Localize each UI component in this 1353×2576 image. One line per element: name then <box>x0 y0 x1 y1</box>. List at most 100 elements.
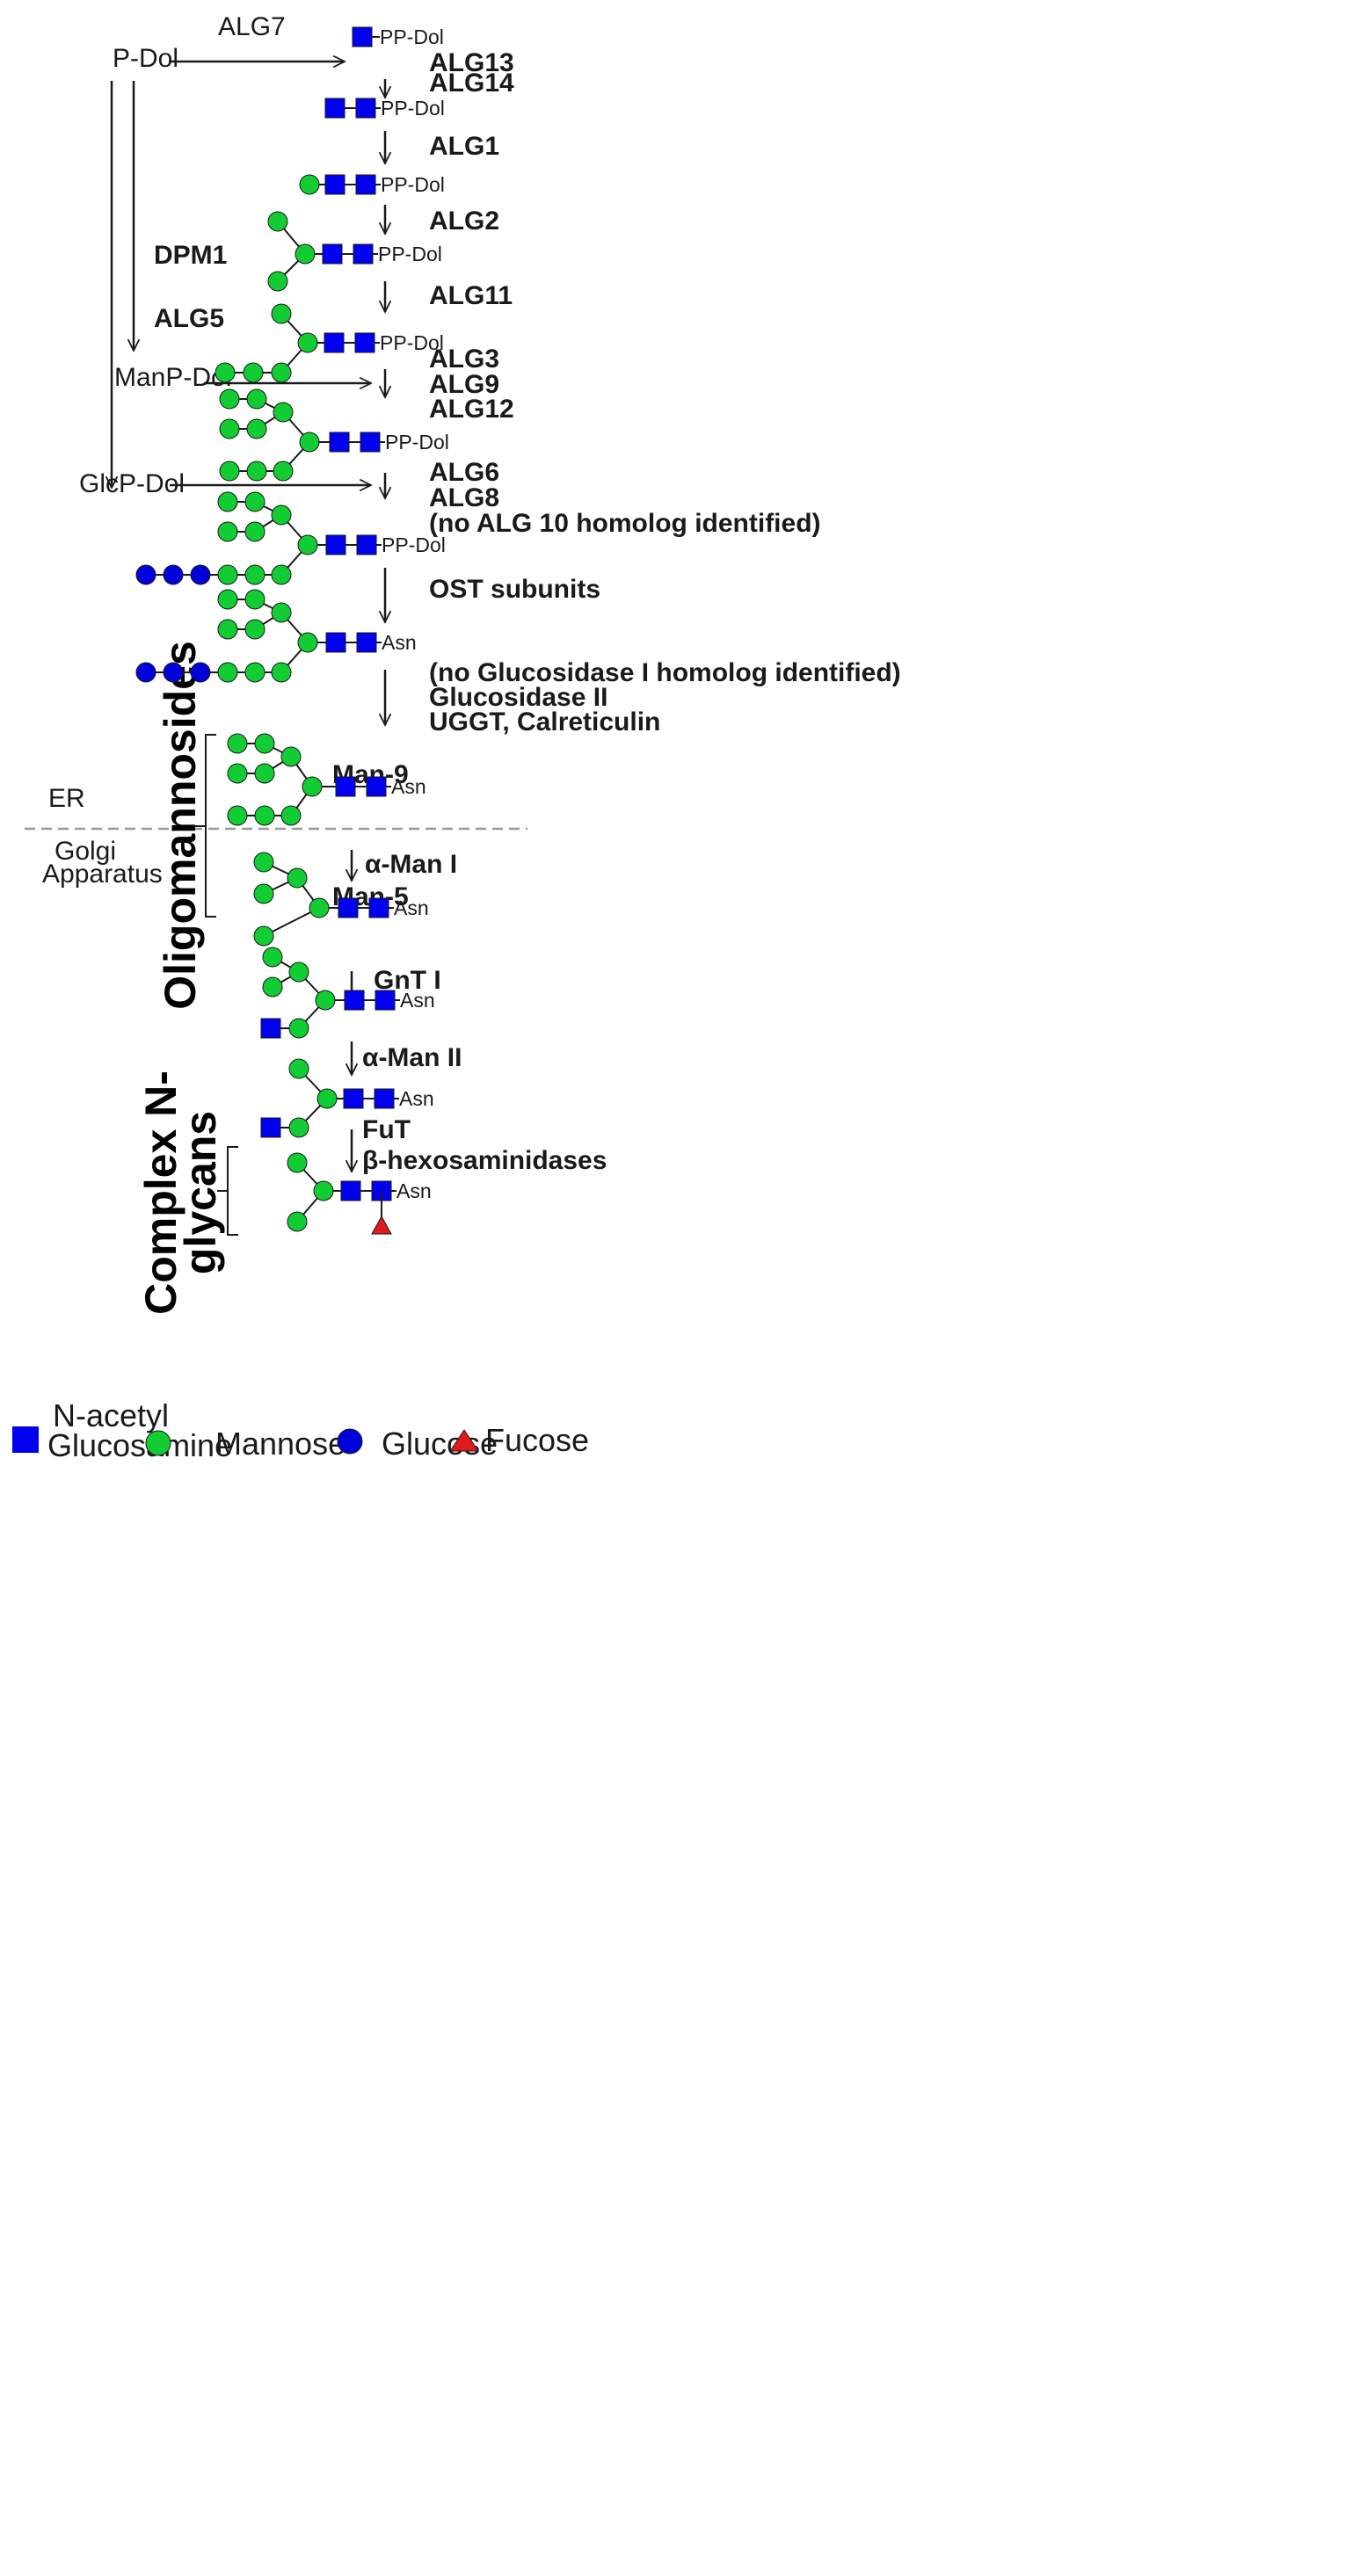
pp-dol-anchor: PP-Dol <box>381 173 445 196</box>
mannose-residue <box>253 925 274 947</box>
mannose-residue <box>217 619 238 640</box>
mannose-residue <box>227 733 248 754</box>
enzyme-label: Glucosidase II <box>429 683 607 712</box>
asn-anchor: Asn <box>394 896 429 919</box>
glcnac-residue <box>260 1117 281 1138</box>
fucose-residue <box>371 1215 392 1235</box>
glcnac-residue <box>356 632 377 653</box>
er-label: ER <box>48 784 85 813</box>
glcnac-residue <box>366 776 387 797</box>
mannose-residue <box>227 763 248 784</box>
pp-dol-anchor: PP-Dol <box>382 533 446 556</box>
mannose-residue <box>217 521 238 542</box>
glcnac-residue <box>329 432 350 453</box>
asn-anchor: Asn <box>382 631 417 654</box>
mannose-residue <box>299 432 320 453</box>
mannose-residue <box>217 662 238 683</box>
enzyme-label: ALG14 <box>429 69 514 98</box>
glcnac-residue <box>324 332 345 353</box>
asn-anchor: Asn <box>396 1179 432 1202</box>
glcnac-residue <box>375 990 396 1011</box>
mannose-residue <box>297 332 318 353</box>
mannose-residue <box>287 867 308 889</box>
mannose-residue <box>253 852 274 873</box>
mannose-residue <box>253 883 274 904</box>
legend-label: N-acetyl <box>53 1397 169 1433</box>
enzyme-label: ALG2 <box>429 207 499 236</box>
mannose-residue <box>243 362 264 383</box>
oligomannosides-label: Oligomannosides <box>156 641 205 1010</box>
mannose-residue <box>267 271 288 292</box>
mannose-residue <box>217 564 238 585</box>
glycan-structures: PP-DolPP-DolPP-DolPP-DolPP-DolPP-DolPP-D… <box>135 25 449 1235</box>
mannose-residue <box>287 1152 308 1173</box>
glucose-residue <box>190 662 211 683</box>
glcnac-residue <box>322 243 343 265</box>
mannose-residue <box>244 491 266 512</box>
legend-glucose-swatch <box>337 1428 363 1455</box>
glycosidic-bond <box>263 907 320 937</box>
mannose-residue <box>267 211 288 232</box>
mannose-residue <box>246 418 267 439</box>
glcnac-residue <box>352 26 373 47</box>
mannose-residue <box>297 632 318 653</box>
glcnac-residue <box>354 332 375 353</box>
legend-label: Mannose <box>215 1426 346 1462</box>
enzyme-label: ALG12 <box>429 395 514 424</box>
glcnac-residue <box>344 990 365 1011</box>
asn-anchor: Asn <box>391 775 426 798</box>
asn-anchor: Asn <box>399 1087 434 1110</box>
mannose-residue <box>295 243 316 265</box>
mannose-residue <box>316 1088 338 1109</box>
golgi-label: Apparatus <box>42 860 163 889</box>
mannose-residue <box>217 589 238 610</box>
mannose-residue <box>271 602 292 623</box>
enzyme-label: ALG13 <box>429 48 514 77</box>
glucose-residue <box>190 564 211 585</box>
glucose-residue <box>135 564 156 585</box>
mannose-residue <box>262 976 283 998</box>
glucose-residue <box>135 662 156 683</box>
pp-dol-anchor: PP-Dol <box>380 25 444 48</box>
enzyme-label: α-Man I <box>365 850 457 879</box>
mannose-residue <box>219 461 240 482</box>
legend-glcnac-swatch <box>12 1426 39 1453</box>
enzyme-label: UGGT, Calreticulin <box>429 707 660 737</box>
p-dol-label: P-Dol <box>113 44 178 73</box>
glcnac-residue <box>355 98 376 119</box>
enzyme-label: ALG1 <box>429 132 499 161</box>
enzyme-label: ALG11 <box>429 281 513 310</box>
mannose-residue <box>299 174 320 195</box>
mannose-residue <box>280 805 302 826</box>
pp-dol-anchor: PP-Dol <box>378 243 442 265</box>
mannose-residue <box>288 1117 309 1138</box>
legend-label: Glucosamine <box>47 1427 232 1463</box>
glcnac-residue <box>325 534 346 555</box>
mannose-residue <box>273 461 294 482</box>
golgi-label: Golgi <box>55 837 116 866</box>
mannose-residue <box>271 564 292 585</box>
oligomannosides-bracket <box>205 734 216 918</box>
mannose-residue <box>271 303 292 324</box>
alg7-label: ALG7 <box>218 12 286 41</box>
manp-dol-label: ManP-Dol <box>114 363 231 392</box>
glcnac-residue <box>340 1180 361 1201</box>
glcnac-residue <box>325 632 346 653</box>
mannose-residue <box>262 947 283 968</box>
glcnac-residue <box>324 174 346 195</box>
mannose-residue <box>287 1211 308 1232</box>
glcnac-residue <box>360 432 381 453</box>
mannose-residue <box>227 805 248 826</box>
pp-dol-anchor: PP-Dol <box>385 431 449 454</box>
mannose-residue <box>246 388 267 410</box>
glcp-dol-label: GlcP-Dol <box>79 469 185 498</box>
mannose-residue <box>271 504 292 526</box>
mannose-residue <box>271 662 292 683</box>
enzyme-label: β-hexosaminidases <box>362 1146 607 1175</box>
mannose-residue <box>288 1018 309 1039</box>
mannose-residue <box>244 564 266 585</box>
mannose-residue <box>244 662 266 683</box>
mannose-residue <box>217 491 238 512</box>
